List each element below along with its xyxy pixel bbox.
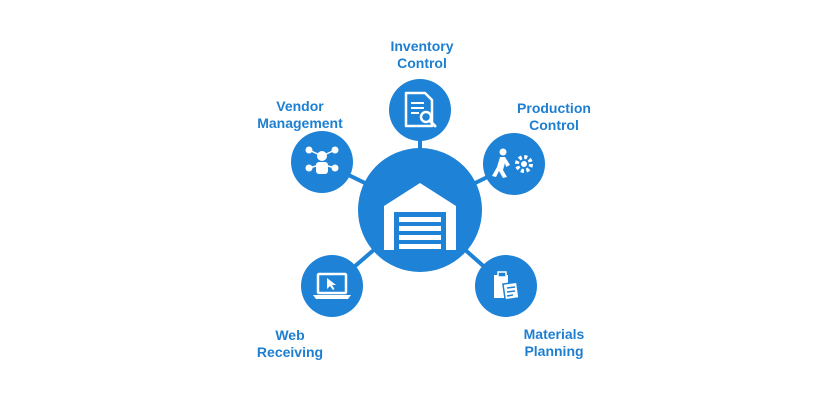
- warehouse-icon: [384, 183, 456, 250]
- label-web-receiving: Web Receiving: [240, 327, 340, 361]
- node-web: [301, 255, 363, 317]
- node-vendor: [291, 131, 353, 193]
- node-inventory: [389, 79, 451, 141]
- label-line: Vendor: [276, 98, 324, 114]
- laptop-cursor-icon: [313, 272, 351, 299]
- label-line: Management: [257, 115, 343, 131]
- label-materials-planning: Materials Planning: [504, 326, 604, 360]
- node-materials: [475, 255, 537, 317]
- people-network-icon: [305, 146, 339, 174]
- document-search-icon: [404, 91, 437, 128]
- label-line: Receiving: [256, 344, 324, 360]
- label-line: Inventory: [390, 38, 454, 54]
- hub-node: [358, 148, 482, 272]
- label-line: Production: [517, 100, 591, 116]
- label-line: Control: [397, 55, 447, 71]
- label-line: Planning: [524, 343, 584, 359]
- label-line: Web: [275, 327, 305, 343]
- label-line: Materials: [523, 326, 585, 342]
- label-vendor-management: Vendor Management: [250, 98, 350, 132]
- worker-gear-icon: [492, 148, 533, 178]
- label-line: Control: [529, 117, 579, 133]
- label-inventory-control: Inventory Control: [372, 38, 472, 72]
- node-production: [483, 133, 545, 195]
- label-production-control: Production Control: [504, 100, 604, 134]
- clipboard-box-icon: [494, 271, 520, 301]
